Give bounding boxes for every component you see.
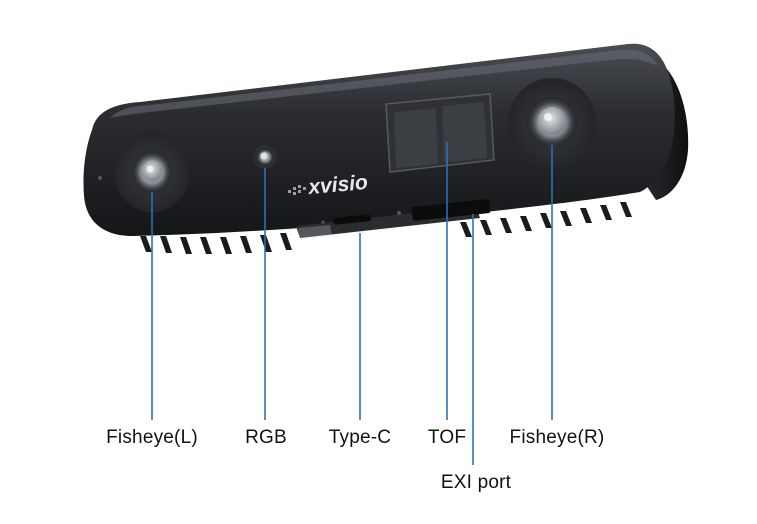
type-c-port xyxy=(333,214,372,225)
label-rgb: RGB xyxy=(245,427,287,448)
label-type-c: Type-C xyxy=(328,427,392,448)
heatsink-fins xyxy=(140,202,632,254)
exi-port-connector xyxy=(411,199,491,221)
label-fisheye-left: Fisheye(L) xyxy=(106,427,198,448)
body-highlight xyxy=(110,49,658,118)
svg-text:xvisio: xvisio xyxy=(306,171,368,199)
xvisio-logo: xvisio xyxy=(288,171,369,199)
leader-lines xyxy=(151,142,553,465)
label-fisheye-right: Fisheye(R) xyxy=(509,427,605,448)
label-tof: TOF xyxy=(427,427,467,448)
mic-dot xyxy=(98,176,102,180)
tof-window xyxy=(385,93,495,173)
label-exi-port: EXI port xyxy=(440,472,512,493)
